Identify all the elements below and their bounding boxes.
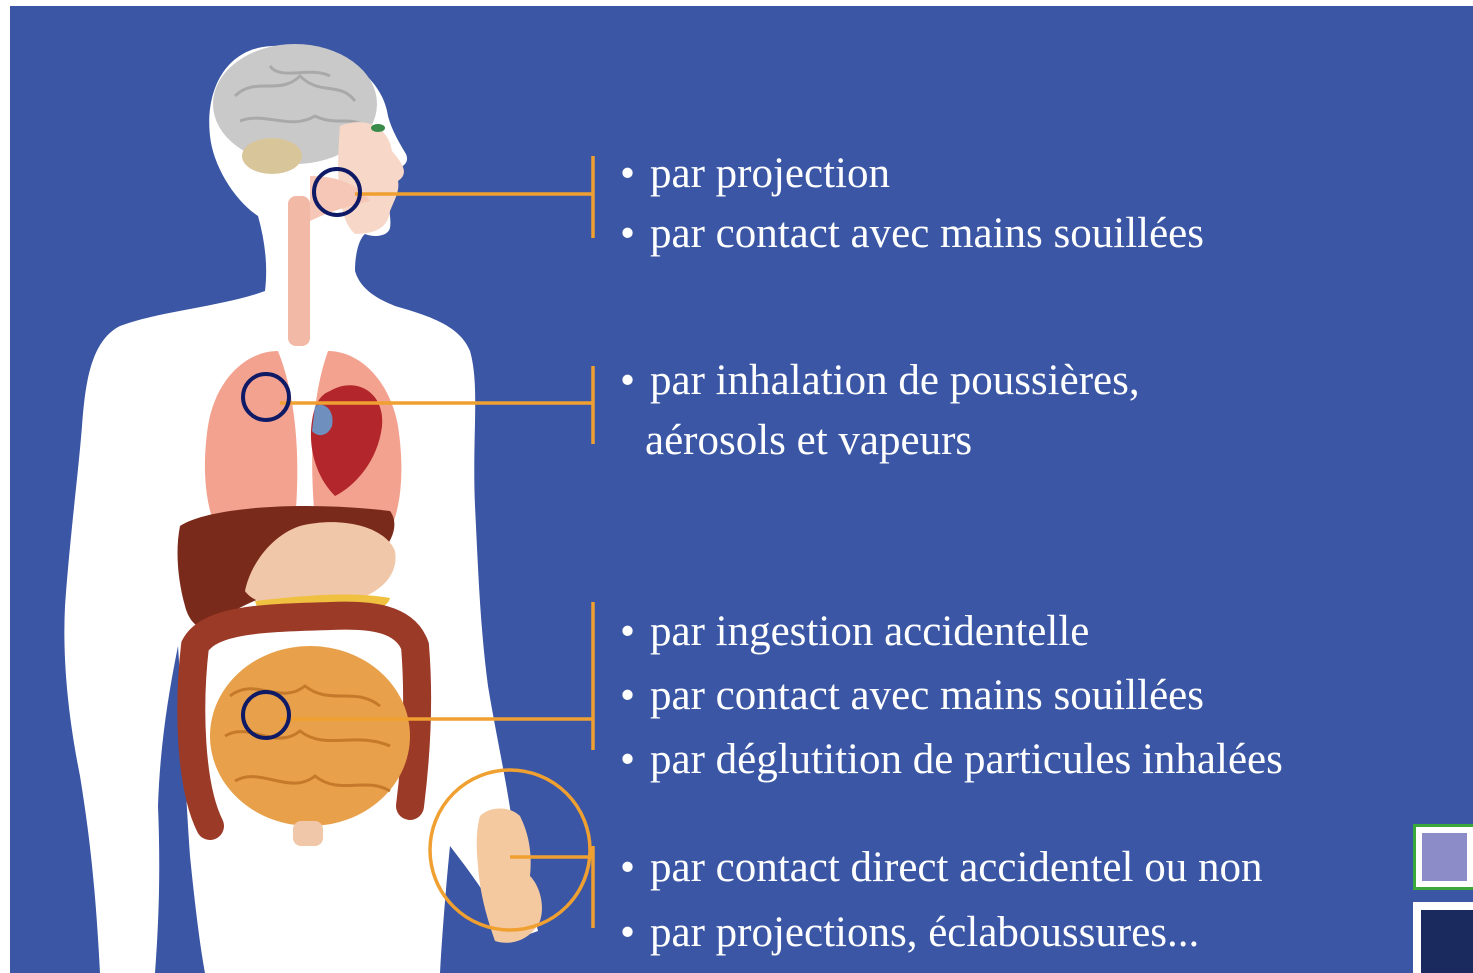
- route-group-intestines: •par ingestion accidentelle •par contact…: [620, 610, 1283, 781]
- route-line: •par projection: [620, 152, 1204, 195]
- route-line: •par contact direct accidentel ou non: [620, 846, 1262, 889]
- bullet: •: [620, 846, 650, 889]
- route-line: •par contact avec mains souillées: [620, 674, 1283, 717]
- slide-background: •par projection •par contact avec mains …: [10, 6, 1473, 973]
- bullet: •: [620, 738, 650, 781]
- eye: [371, 124, 385, 132]
- bullet: •: [620, 610, 650, 653]
- route-group-mouth: •par projection •par contact avec mains …: [620, 152, 1204, 255]
- route-line: aérosols et vapeurs: [620, 419, 1140, 462]
- route-line: •par projections, éclaboussures...: [620, 911, 1262, 954]
- route-line: •par inhalation de poussières,: [620, 359, 1140, 402]
- hand-shape: [477, 809, 542, 943]
- rectum: [293, 821, 323, 846]
- route-line: •par ingestion accidentelle: [620, 610, 1283, 653]
- overlay-panel-swatch: [1422, 833, 1467, 881]
- overlay-panel-top[interactable]: [1413, 824, 1473, 890]
- trachea: [288, 196, 310, 346]
- bullet: •: [620, 212, 650, 255]
- overlay-panel-bottom[interactable]: [1413, 902, 1473, 973]
- bullet: •: [620, 152, 650, 195]
- route-group-hand: •par contact direct accidentel ou non •p…: [620, 846, 1262, 954]
- cerebellum: [242, 138, 302, 174]
- overlay-panel-icon: [1421, 910, 1473, 973]
- bullet: •: [620, 359, 650, 402]
- bullet: •: [620, 911, 650, 954]
- route-line: •par contact avec mains souillées: [620, 212, 1204, 255]
- route-line: •par déglutition de particules inhalées: [620, 738, 1283, 781]
- bullet: •: [620, 674, 650, 717]
- route-group-lungs: •par inhalation de poussières, aérosols …: [620, 359, 1140, 462]
